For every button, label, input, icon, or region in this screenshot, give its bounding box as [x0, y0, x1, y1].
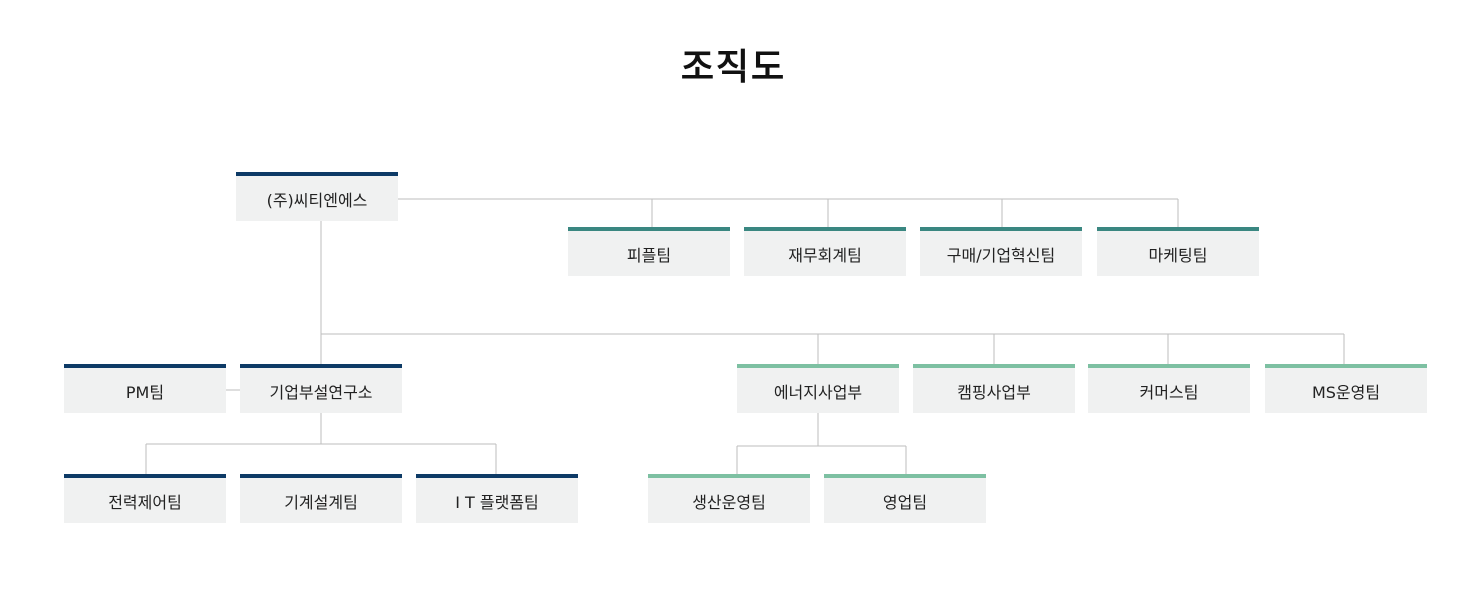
org-node-commerce-team: 커머스팀: [1088, 364, 1250, 413]
org-node-mech-design-team: 기계설계팀: [240, 474, 402, 523]
node-label: 영업팀: [882, 492, 928, 512]
node-label: 피플팀: [626, 245, 672, 265]
node-label: (주)씨티엔에스: [266, 190, 368, 210]
org-node-ms-team: MS운영팀: [1265, 364, 1427, 413]
org-node-root: (주)씨티엔에스: [236, 172, 398, 221]
node-label: MS운영팀: [1311, 382, 1381, 402]
org-node-research-lab: 기업부설연구소: [240, 364, 402, 413]
org-node-it-platform-team: I T 플랫폼팀: [416, 474, 578, 523]
node-label: 구매/기업혁신팀: [946, 245, 1056, 265]
node-label: 기계설계팀: [284, 492, 358, 512]
org-node-camping-division: 캠핑사업부: [913, 364, 1075, 413]
node-label: I T 플랫폼팀: [455, 492, 539, 512]
node-label: 생산운영팀: [692, 492, 766, 512]
org-node-energy-division: 에너지사업부: [737, 364, 899, 413]
node-label: 커머스팀: [1139, 382, 1199, 402]
node-label: 재무회계팀: [788, 245, 862, 265]
page-title: 조직도: [680, 47, 787, 88]
org-node-production-team: 생산운영팀: [648, 474, 810, 523]
node-label: PM팀: [125, 382, 165, 402]
org-node-marketing-team: 마케팅팀: [1097, 227, 1259, 276]
node-label: 기업부설연구소: [269, 382, 373, 402]
org-node-power-control-team: 전력제어팀: [64, 474, 226, 523]
org-node-finance-team: 재무회계팀: [744, 227, 906, 276]
org-node-pm-team: PM팀: [64, 364, 226, 413]
node-label: 전력제어팀: [108, 492, 182, 512]
org-node-people-team: 피플팀: [568, 227, 730, 276]
node-label: 캠핑사업부: [957, 382, 1031, 402]
org-node-purchase-team: 구매/기업혁신팀: [920, 227, 1082, 276]
node-label: 마케팅팀: [1148, 245, 1208, 265]
org-node-sales-team: 영업팀: [824, 474, 986, 523]
node-label: 에너지사업부: [773, 382, 863, 402]
